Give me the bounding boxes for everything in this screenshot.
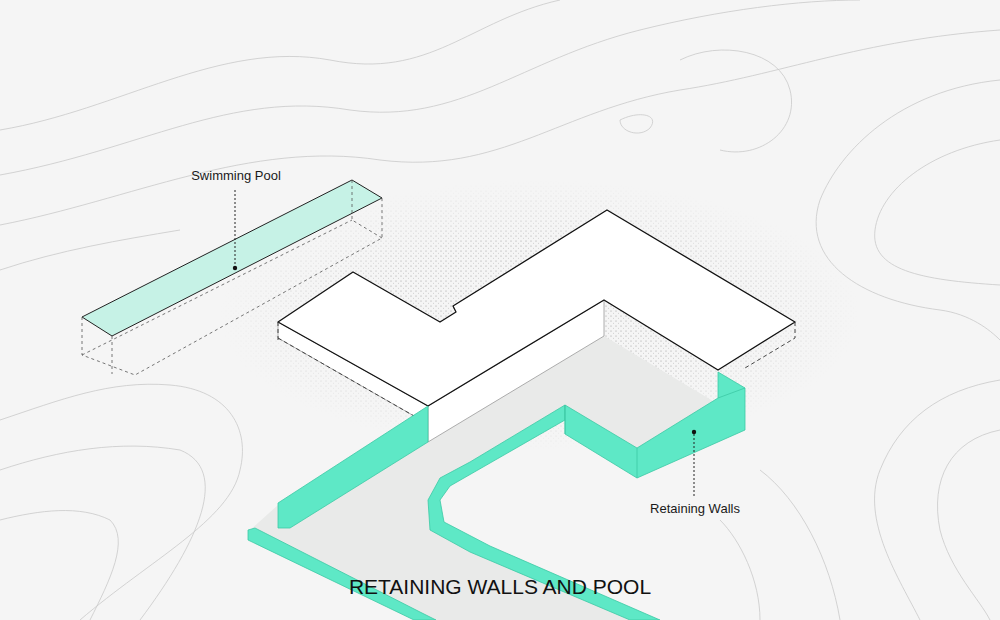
leader-lines	[233, 190, 696, 496]
callout-label: Swimming Pool	[191, 168, 281, 183]
caption: RETAINING WALLS AND POOL	[349, 575, 651, 599]
retaining-walls	[248, 372, 745, 620]
callout-label: Retaining Walls	[650, 501, 740, 516]
